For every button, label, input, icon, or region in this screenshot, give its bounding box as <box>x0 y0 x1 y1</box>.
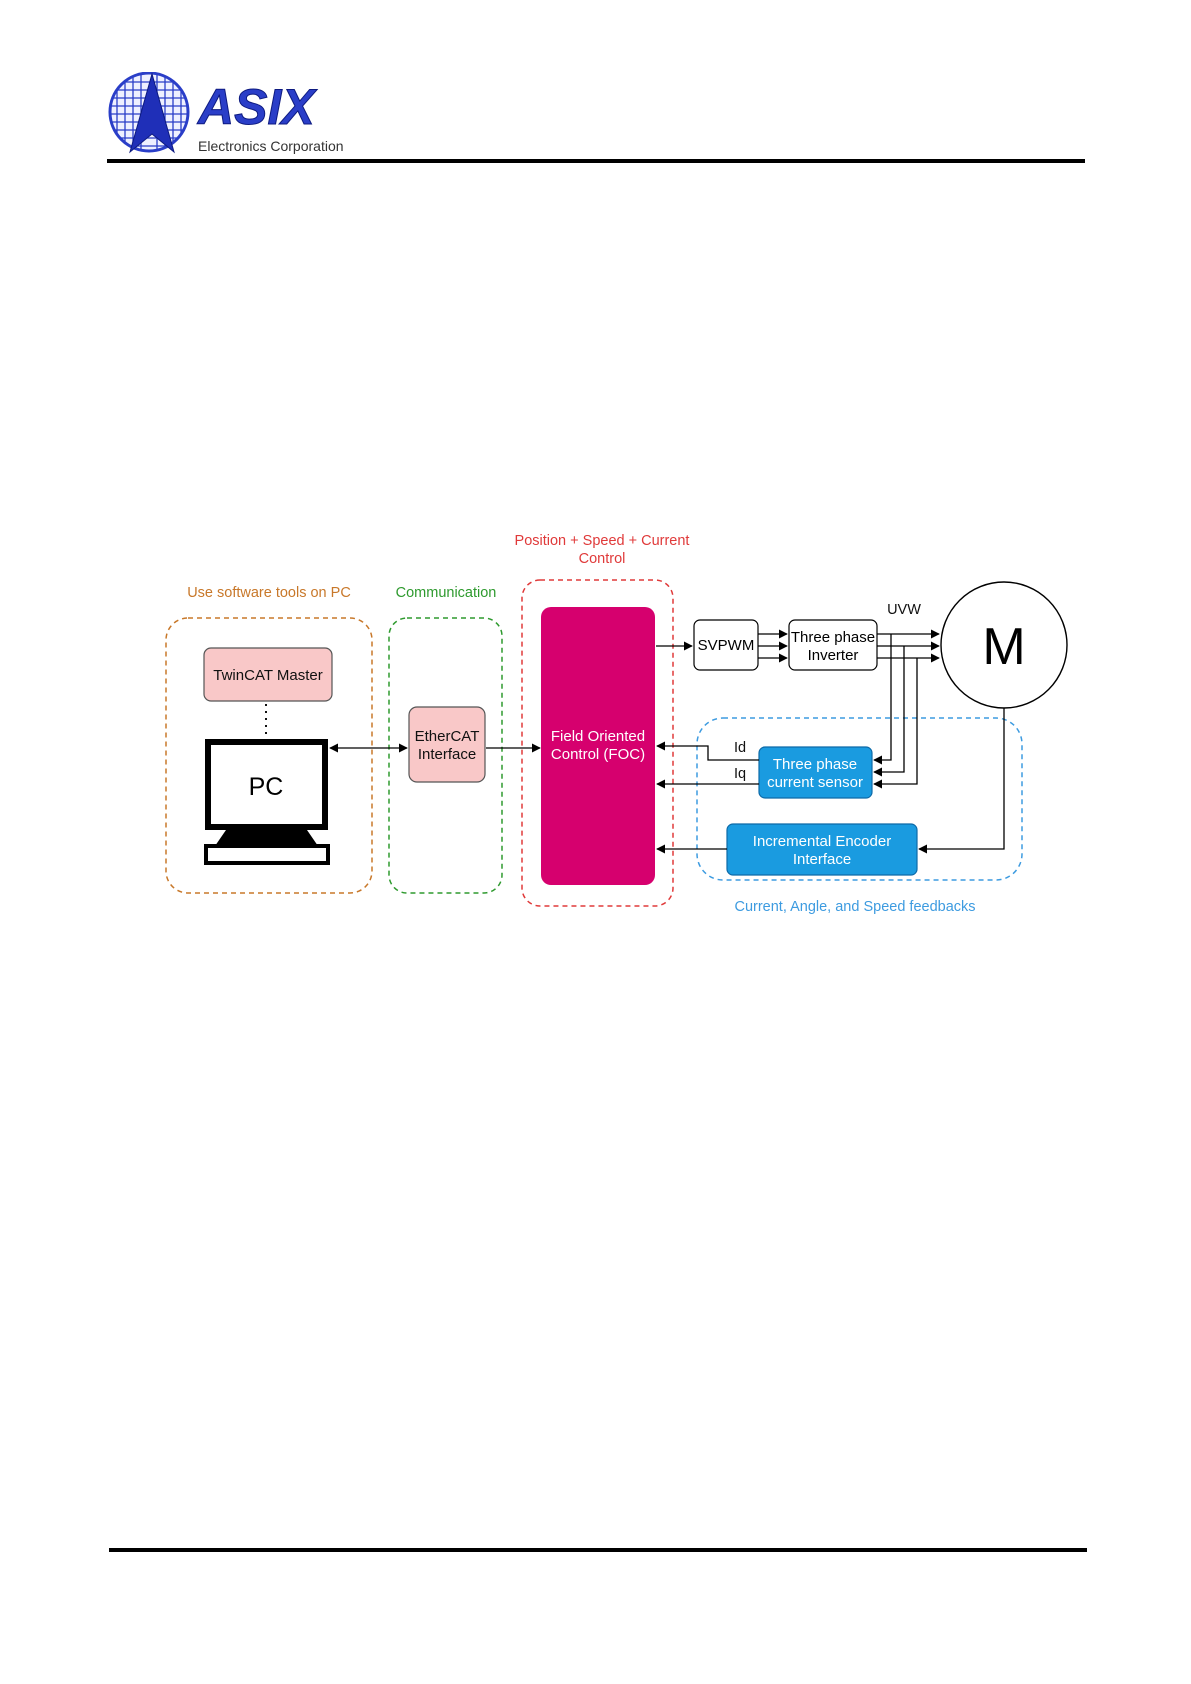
ethercat-label-line1: EtherCAT <box>415 728 480 745</box>
group-communication <box>388 617 503 894</box>
group-pc-title: Use software tools on PC <box>187 585 351 601</box>
twincat-master-box <box>203 647 333 702</box>
company-subtitle: Electronics Corporation <box>198 138 344 154</box>
ethercat-interface-box <box>408 706 486 783</box>
group-control <box>521 579 674 907</box>
twincat-master-label: TwinCAT Master <box>213 667 322 684</box>
iq-label: Iq <box>734 766 746 782</box>
foc-block <box>541 607 655 885</box>
inverter-label-line2: Inverter <box>808 647 859 664</box>
pc-monitor-icon <box>204 739 330 865</box>
header-rule <box>107 159 1085 163</box>
footer-rule <box>109 1548 1087 1552</box>
ethercat-label-line2: Interface <box>418 746 476 763</box>
id-label: Id <box>734 740 746 756</box>
encoder-label-line2: Interface <box>793 851 851 868</box>
uvw-label: UVW <box>887 602 921 618</box>
inverter-box <box>788 619 878 671</box>
current-sensor-label-line2: current sensor <box>767 774 863 791</box>
company-logo: ASIX Electronics Corporation <box>108 72 344 154</box>
svpwm-box <box>693 619 759 671</box>
encoder-label-line1: Incremental Encoder <box>753 833 891 850</box>
group-pc <box>165 617 373 894</box>
group-control-title-line1: Position + Speed + Current <box>515 533 690 549</box>
connection-lines <box>329 629 1005 854</box>
foc-label-line2: Control (FOC) <box>551 746 645 763</box>
current-sensor-label-line1: Three phase <box>773 756 857 773</box>
current-sensor-box <box>758 746 873 799</box>
motor-label: M <box>982 618 1025 676</box>
group-feedback <box>696 717 1023 881</box>
pc-label: PC <box>249 773 284 801</box>
svpwm-label: SVPWM <box>698 637 755 654</box>
inverter-label-line1: Three phase <box>791 629 875 646</box>
group-communication-title: Communication <box>396 585 497 601</box>
group-control-title-line2: Control <box>579 551 626 567</box>
foc-label-line1: Field Oriented <box>551 728 645 745</box>
company-name: ASIX <box>196 79 317 135</box>
group-feedback-title: Current, Angle, and Speed feedbacks <box>734 899 975 915</box>
